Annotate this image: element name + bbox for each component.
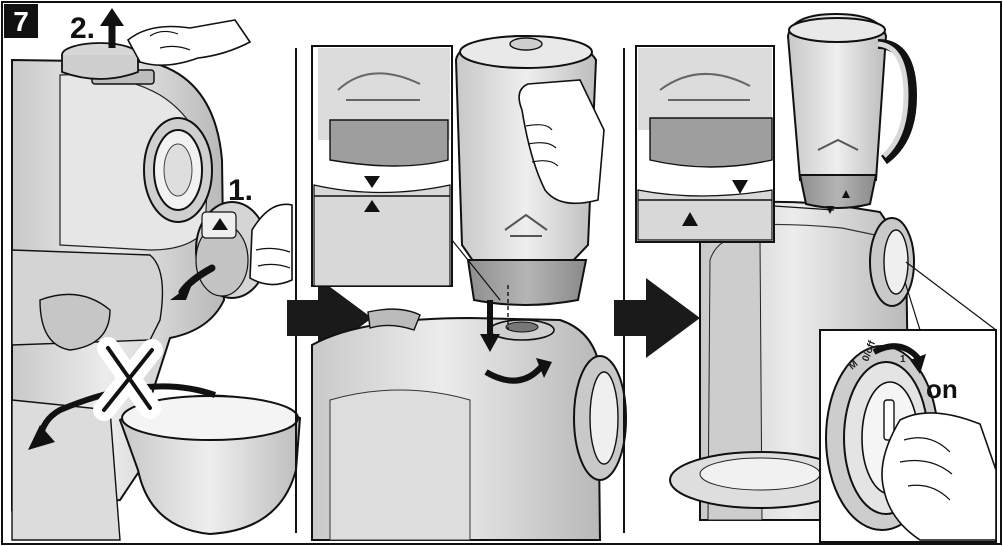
outlet-opening-3 (884, 230, 908, 294)
step-label-2: 2. (70, 12, 95, 45)
figure-number: 7 (13, 6, 29, 37)
inset-detail-2 (636, 46, 774, 242)
inset-jar-band-2 (650, 118, 772, 167)
mixer-front-face (330, 390, 470, 540)
mixer-base (12, 400, 120, 540)
mixer-base-inner (700, 458, 820, 490)
inset-dial-detail: M 0/off 1 on (820, 330, 996, 542)
dial-label-one: 1 (900, 354, 906, 365)
drive-coupling-center (506, 322, 538, 332)
blender-lid-3 (789, 18, 885, 42)
on-label: on (926, 374, 958, 404)
inset-jar-band (330, 120, 448, 166)
blender-base-band-3 (800, 175, 876, 208)
outlet-opening-2 (590, 372, 618, 464)
step-label-1: 1. (228, 174, 253, 207)
inset-detail-1 (312, 46, 452, 286)
inset-base (314, 185, 450, 286)
inset-base-2 (638, 190, 772, 240)
blender-lid-cap (510, 38, 542, 50)
outlet-inner (164, 144, 192, 196)
hand-dial (882, 413, 996, 540)
drive-cover-side (62, 55, 138, 79)
